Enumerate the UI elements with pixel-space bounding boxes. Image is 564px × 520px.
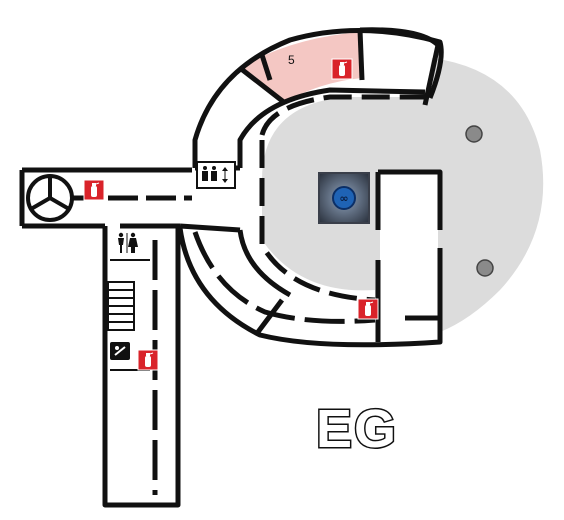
fire-extinguisher-icon bbox=[137, 349, 159, 371]
floor-label: EG bbox=[316, 399, 398, 459]
wheelchair-icon bbox=[110, 342, 130, 360]
column-icon bbox=[465, 125, 483, 143]
room-divider-3 bbox=[259, 54, 273, 81]
inner-room bbox=[380, 170, 438, 322]
lower-divider bbox=[256, 298, 284, 334]
room-divider-1 bbox=[238, 66, 287, 105]
lower-ring-outer bbox=[177, 227, 443, 348]
outer-ring-wall bbox=[192, 27, 444, 168]
inner-ring-wall bbox=[237, 87, 426, 168]
inner-room-wall bbox=[375, 169, 443, 342]
column-icon bbox=[476, 259, 494, 277]
room-number-label: 5 bbox=[288, 53, 295, 67]
fire-extinguisher-icon bbox=[357, 298, 379, 320]
outer-right-wall bbox=[359, 27, 441, 106]
south-corridor-left bbox=[102, 226, 181, 508]
lower-ring-inner bbox=[192, 231, 376, 324]
revolving-door-icon bbox=[26, 174, 74, 222]
lower-ring-mid bbox=[237, 229, 292, 298]
restroom-icon bbox=[118, 232, 138, 253]
svg-text:∞: ∞ bbox=[339, 192, 348, 205]
fire-extinguisher-icon bbox=[331, 58, 353, 80]
elevator-icon bbox=[196, 161, 236, 189]
fire-extinguisher-icon bbox=[83, 179, 105, 201]
atrium-inner-wall bbox=[259, 94, 425, 303]
room-divider-2 bbox=[357, 29, 365, 81]
stairs-icon bbox=[107, 281, 135, 331]
room-5-highlight[interactable] bbox=[240, 32, 362, 103]
info-point-icon[interactable]: ∞ bbox=[318, 172, 370, 224]
